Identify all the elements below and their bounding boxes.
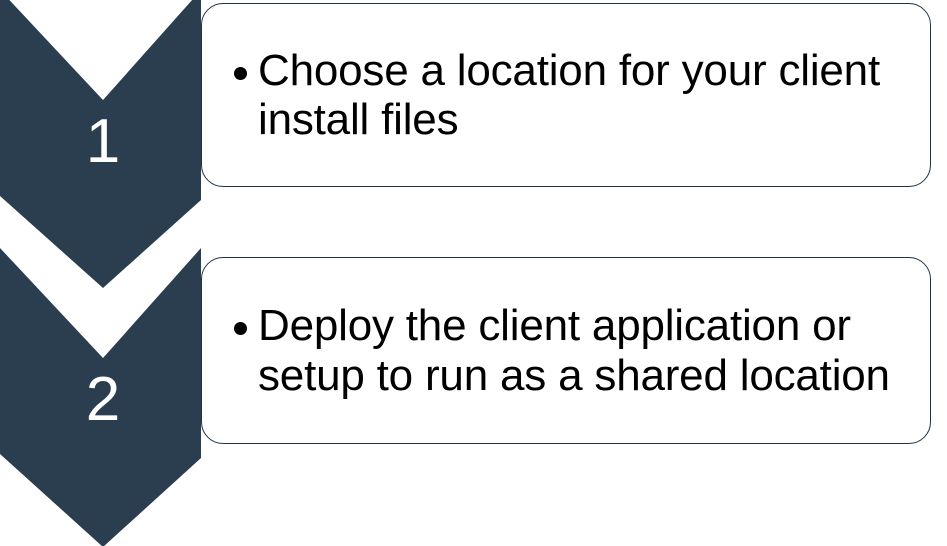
step-1-bullet-row: Choose a location for your client instal… [202, 46, 930, 145]
step-box-1[interactable]: Choose a location for your client instal… [201, 3, 931, 187]
bullet-point-icon [234, 322, 247, 336]
step-2-text: Deploy the client application or setup t… [258, 301, 890, 400]
step-box-2[interactable]: Deploy the client application or setup t… [201, 257, 931, 444]
step-1-text: Choose a location for your client instal… [258, 45, 880, 144]
chevron-arrow-1[interactable] [0, 0, 201, 288]
chevron-arrow-2[interactable] [0, 248, 201, 546]
step-2-bullet-row: Deploy the client application or setup t… [202, 301, 930, 400]
bullet-point-icon [234, 66, 247, 80]
